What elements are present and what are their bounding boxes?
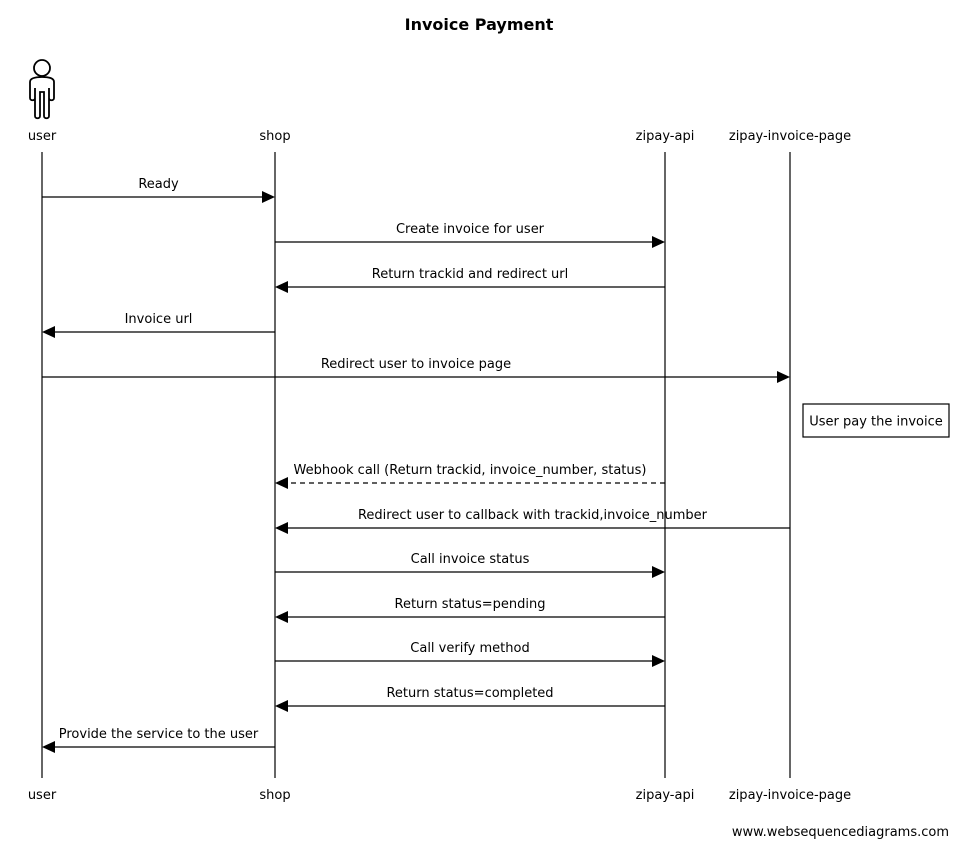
participant-label-top-zipay-api: zipay-api bbox=[636, 129, 695, 144]
message-11: Return status=completed bbox=[275, 686, 665, 712]
message-8: Call invoice status bbox=[275, 552, 665, 578]
page-title: Invoice Payment bbox=[405, 15, 554, 34]
message-arrowhead-2 bbox=[652, 236, 665, 248]
message-arrowhead-10 bbox=[652, 655, 665, 667]
message-label-2: Create invoice for user bbox=[396, 222, 545, 237]
participant-label-top-zipay-invoice-page: zipay-invoice-page bbox=[729, 129, 851, 144]
message-label-10: Call verify method bbox=[410, 641, 529, 656]
message-label-8: Call invoice status bbox=[411, 552, 530, 567]
message-2: Create invoice for user bbox=[275, 222, 665, 248]
message-label-4: Invoice url bbox=[125, 312, 193, 327]
message-label-5: Redirect user to invoice page bbox=[321, 357, 511, 372]
message-label-3: Return trackid and redirect url bbox=[372, 267, 569, 282]
message-arrowhead-5 bbox=[777, 371, 790, 383]
message-1: Ready bbox=[42, 177, 275, 203]
note-box-user-pay-note bbox=[802, 403, 950, 438]
participant-label-top-shop: shop bbox=[259, 129, 290, 144]
lifelines-group bbox=[41, 152, 791, 778]
notes-group: User pay the invoice bbox=[802, 403, 950, 438]
message-arrowhead-12 bbox=[42, 741, 55, 753]
message-arrowhead-9 bbox=[275, 611, 288, 623]
message-3: Return trackid and redirect url bbox=[275, 267, 665, 293]
message-label-12: Provide the service to the user bbox=[59, 727, 259, 742]
message-label-1: Ready bbox=[138, 177, 179, 192]
message-12: Provide the service to the user bbox=[42, 727, 275, 753]
message-arrowhead-11 bbox=[275, 700, 288, 712]
message-arrowhead-1 bbox=[262, 191, 275, 203]
message-4: Invoice url bbox=[42, 312, 275, 338]
participant-label-top-user: user bbox=[28, 129, 57, 144]
message-7: Redirect user to callback with trackid,i… bbox=[275, 508, 790, 534]
message-arrowhead-7 bbox=[275, 522, 288, 534]
participant-label-bottom-user: user bbox=[28, 788, 57, 803]
message-6: Webhook call (Return trackid, invoice_nu… bbox=[275, 463, 665, 489]
participant-labels-top: user shop zipay-api zipay-invoice-page bbox=[28, 129, 851, 144]
note-text-user-pay-note: User pay the invoice bbox=[809, 415, 943, 430]
message-arrowhead-6 bbox=[275, 477, 288, 489]
message-arrowhead-4 bbox=[42, 326, 55, 338]
participant-label-bottom-zipay-invoice-page: zipay-invoice-page bbox=[729, 788, 851, 803]
actor-user-icon bbox=[29, 59, 55, 120]
message-10: Call verify method bbox=[275, 641, 665, 667]
participant-label-bottom-zipay-api: zipay-api bbox=[636, 788, 695, 803]
message-arrowhead-3 bbox=[275, 281, 288, 293]
message-5: Redirect user to invoice page bbox=[42, 357, 790, 383]
message-label-9: Return status=pending bbox=[395, 597, 546, 612]
message-9: Return status=pending bbox=[275, 597, 665, 623]
message-label-11: Return status=completed bbox=[386, 686, 553, 701]
footer-watermark: www.websequencediagrams.com bbox=[732, 825, 949, 840]
participant-labels-bottom: user shop zipay-api zipay-invoice-page bbox=[28, 788, 851, 803]
message-arrowhead-8 bbox=[652, 566, 665, 578]
note-user-pay-note: User pay the invoice bbox=[802, 403, 950, 438]
message-label-6: Webhook call (Return trackid, invoice_nu… bbox=[294, 463, 647, 478]
participant-label-bottom-shop: shop bbox=[259, 788, 290, 803]
message-label-7: Redirect user to callback with trackid,i… bbox=[358, 508, 708, 523]
